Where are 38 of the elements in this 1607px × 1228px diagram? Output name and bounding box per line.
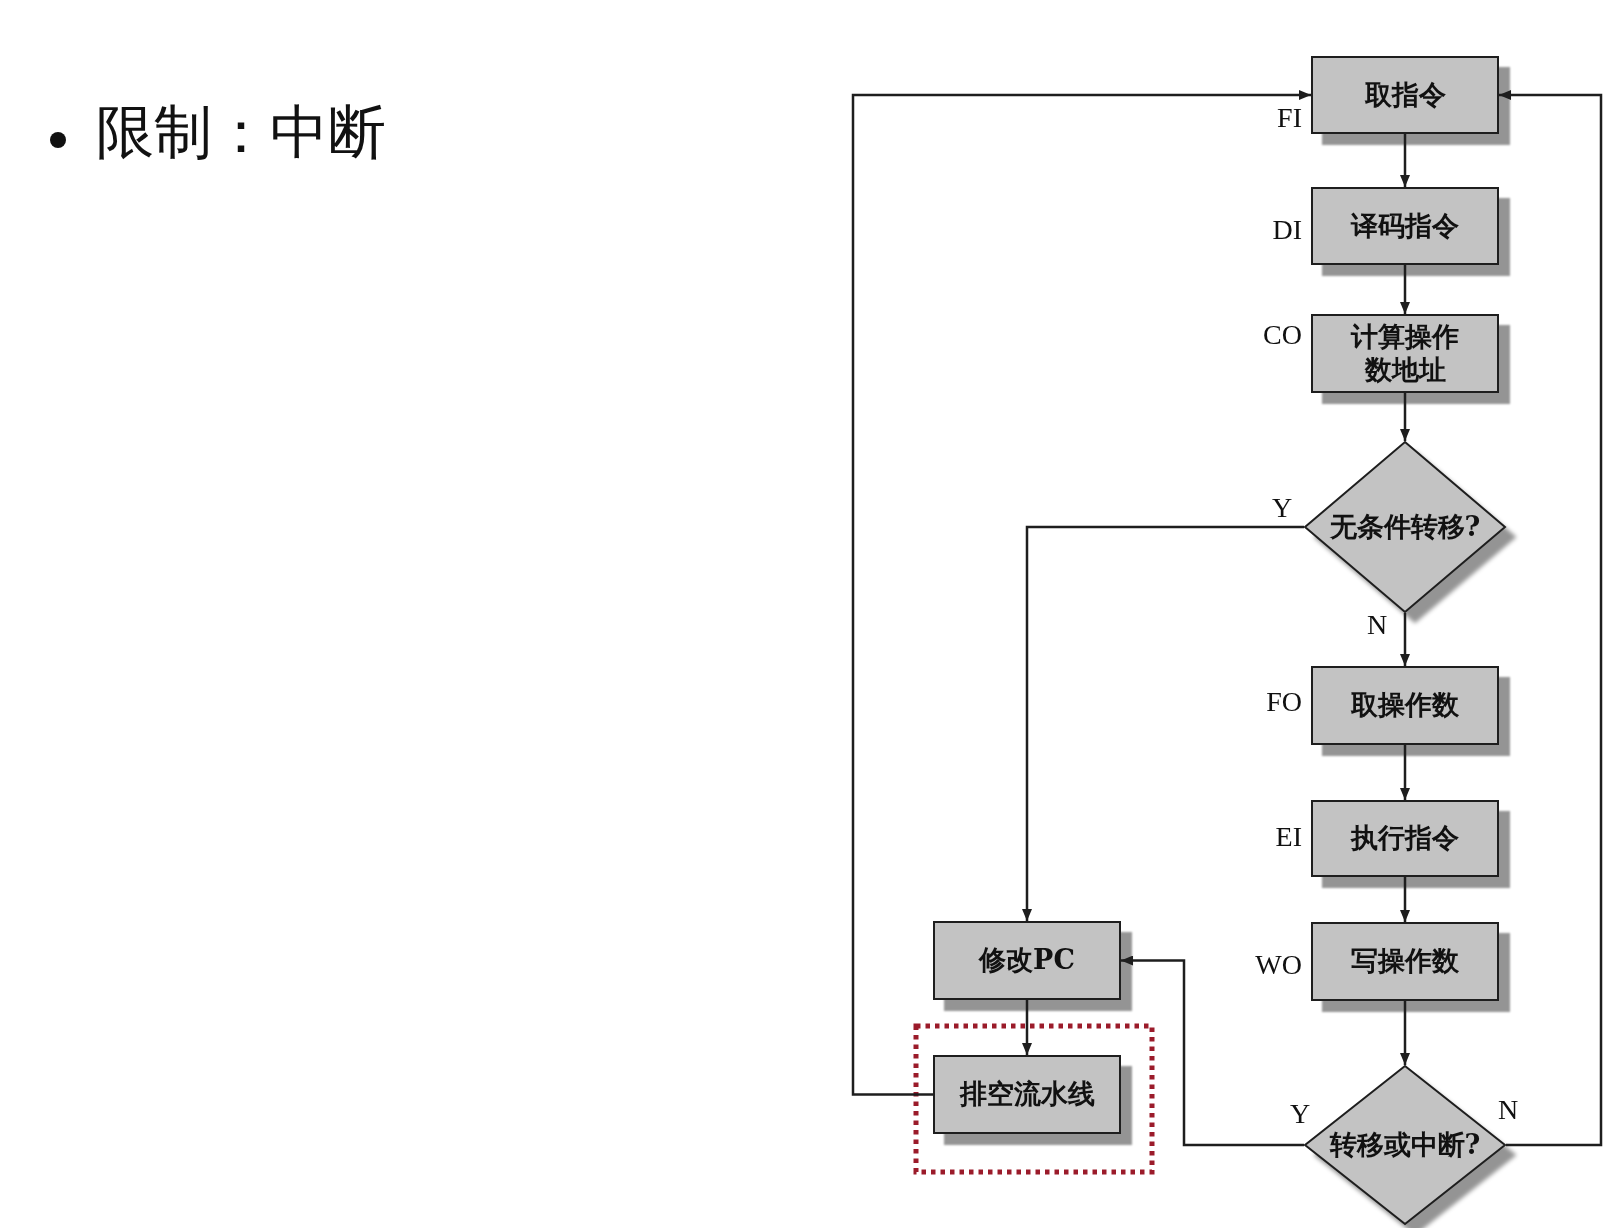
decision-label: 转移或中断? — [1329, 1128, 1481, 1162]
step-label: 执行指令 — [1351, 822, 1459, 855]
stage-code-label: DI — [1272, 216, 1302, 244]
arrow — [1400, 745, 1410, 800]
process-box — [1311, 56, 1499, 134]
step-label: 取操作数 — [1351, 689, 1459, 722]
bullet-heading: 限制：中断 — [96, 98, 386, 168]
process-box — [1311, 314, 1499, 393]
arrow — [1400, 877, 1410, 922]
stage-code-label: FI — [1277, 104, 1302, 132]
process-box — [1311, 800, 1499, 877]
step-label: 修改PC — [979, 944, 1075, 977]
process-box — [1311, 187, 1499, 265]
arrow — [1400, 134, 1410, 187]
arrow — [1400, 1001, 1410, 1065]
step-label: 译码指令 — [1351, 209, 1459, 243]
stage-code-label: WO — [1255, 951, 1302, 979]
step-label: 计算操作数地址 — [1349, 321, 1460, 386]
stage-code-label: FO — [1266, 688, 1302, 716]
stage-code-label: EI — [1275, 823, 1302, 851]
step-label: 排空流水线 — [959, 1078, 1095, 1111]
process-box — [1311, 666, 1499, 745]
arrow — [1499, 90, 1603, 1147]
arrow — [1400, 265, 1410, 314]
process-box — [933, 921, 1121, 1000]
stage-code-label: CO — [1263, 321, 1302, 349]
arrow — [1400, 613, 1410, 666]
step-label: 写操作数 — [1351, 945, 1459, 978]
decision-diamond — [1304, 441, 1506, 613]
arrow — [1022, 1000, 1032, 1055]
step-label: 取指令 — [1364, 78, 1446, 112]
arrow — [1400, 393, 1410, 441]
process-box — [933, 1055, 1121, 1134]
arrow — [1022, 525, 1304, 921]
arrow — [1121, 955, 1304, 1147]
decision-label: 无条件转移? — [1329, 510, 1481, 544]
arrow — [851, 90, 1311, 1096]
process-box — [1311, 922, 1499, 1001]
